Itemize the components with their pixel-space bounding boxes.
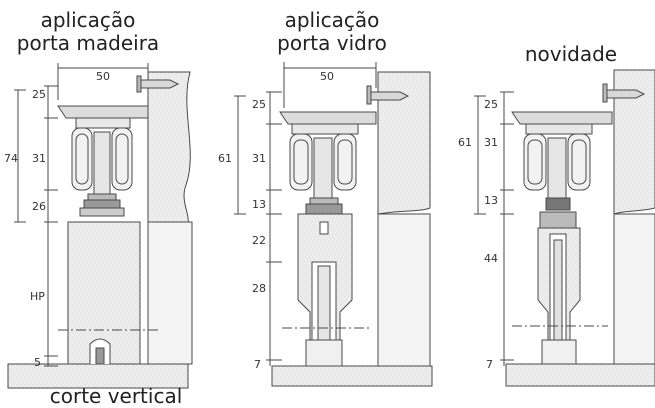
dim-wood-top: 25 [32,88,46,101]
wheel-right-wood [111,127,133,191]
hanger-wood [75,117,131,129]
dim-glass-total: 61 [218,152,232,165]
bottom-guide-glass [305,339,343,367]
dim-new-bottom: 7 [486,358,493,371]
heading-wood-line-2: porta madeira [16,31,160,55]
floor-glass [271,365,433,387]
floor-new [505,363,655,387]
track-wood [57,105,149,119]
wall-lower-new [613,213,655,365]
dim-glass-wheel: 31 [252,152,266,165]
wall-lower-glass [377,213,431,367]
wheel-right-glass [333,133,357,191]
dimension-labels: 50 25 74 31 26 HP 5 50 25 61 31 13 22 28… [4,70,498,371]
floor-wood [7,363,189,389]
wheel-left-wood [71,127,93,191]
heading-glass-door: aplicação porta vidro [262,9,402,55]
axle-new [547,137,567,199]
bottom-guide-new [541,339,577,365]
nut-glass [309,197,339,205]
screw-glass [369,91,410,101]
dim-glass-clamp: 22 [252,234,266,247]
wall-lower-wood [147,221,193,365]
caption-vertical-section: corte vertical [49,384,183,408]
screw-wood [139,79,180,89]
dim-new-wheel: 31 [484,136,498,149]
screw-new [605,89,646,99]
heading-new-line-1: novidade [524,42,618,66]
nut-new [545,197,571,211]
heading-wood-line-1: aplicação [40,8,136,32]
dim-new-total: 61 [458,136,472,149]
hanger-glass [291,123,359,135]
heading-new: novidade [506,43,636,66]
dim-new-lower: 13 [484,194,498,207]
dim-wood-total: 74 [4,152,18,165]
heading-glass-line-2: porta vidro [277,31,387,55]
dim-wood-lower: 26 [32,200,46,213]
dim-glass-bottom: 7 [254,358,261,371]
panel-new [474,69,655,387]
panel-glass-door [234,62,433,387]
hanger-new [525,123,593,135]
wall-wood [147,71,191,223]
dim-wood-door: HP [30,290,45,303]
wheel-right-new [567,133,591,191]
dim-glass-lower: 13 [252,198,266,211]
axle-glass [313,137,333,199]
dim-new-top: 25 [484,98,498,111]
heading-wood-door: aplicação porta madeira [8,9,168,55]
nut-wood [87,193,117,201]
dim-glass-top: 25 [252,98,266,111]
wheel-left-new [523,133,547,191]
dim-wood-wheel: 31 [32,152,46,165]
panel-wood-door [7,63,193,389]
track-glass [279,111,377,125]
dim-wood-width: 50 [96,70,110,83]
wheel-left-glass [289,133,313,191]
dim-new-glass: 44 [484,252,498,265]
dim-glass-width: 50 [320,70,334,83]
dim-glass-glass: 28 [252,282,266,295]
track-new [511,111,613,125]
dim-wood-bottom: 5 [34,356,41,369]
axle-wood [93,131,111,195]
heading-glass-line-1: aplicação [284,8,380,32]
